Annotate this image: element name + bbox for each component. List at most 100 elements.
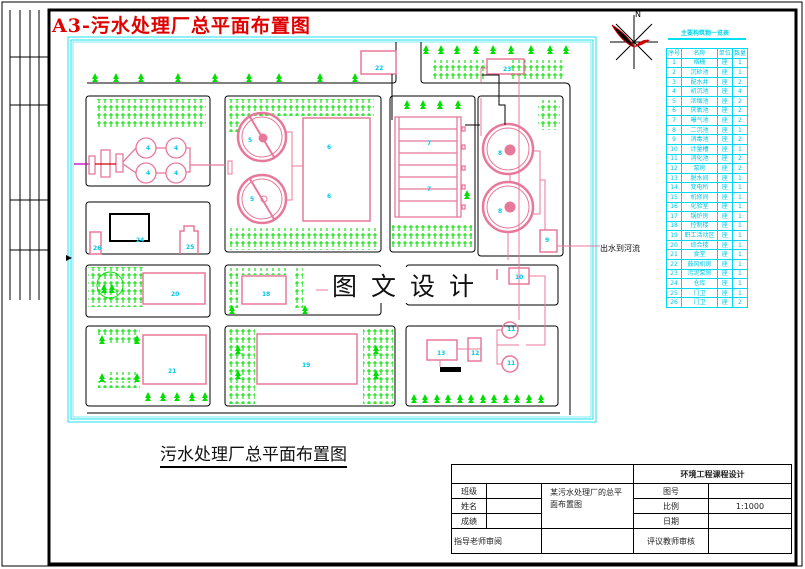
legend-cell: 座 — [716, 268, 733, 280]
legend-cell: 座 — [716, 201, 733, 213]
unit-label: 11 — [507, 326, 516, 333]
legend-cell: 13 — [665, 172, 683, 184]
outlet-label: 出水到河流 — [600, 244, 640, 253]
legend-cell: 座 — [716, 220, 733, 232]
thickeners — [227, 111, 371, 225]
date-value[interactable] — [708, 513, 792, 529]
unit-label: 10 — [515, 274, 524, 281]
legend-cell: 二沉池 — [681, 124, 718, 136]
legend-header: 单位 — [716, 48, 733, 59]
shrubs — [88, 60, 565, 404]
unit-label: 11 — [507, 360, 516, 367]
unit-label: 7 — [427, 140, 432, 147]
legend-cell: 25 — [665, 287, 683, 299]
legend-cell: 厌氧池 — [681, 105, 718, 117]
sheet-title: A3-污水处理厂总平面布置图 — [52, 15, 311, 37]
legend-cell: 座 — [716, 67, 733, 78]
legend-cell: 座 — [716, 86, 733, 97]
unit-label: 4 — [174, 170, 179, 177]
drawing-no-value[interactable] — [708, 483, 792, 499]
legend-cell: 初沉池 — [681, 86, 718, 97]
legend-cell: 座 — [716, 143, 733, 155]
grade-label: 成绩 — [451, 513, 487, 529]
legend-cell: 18 — [665, 220, 683, 232]
legend-cell: 1 — [731, 57, 749, 69]
course-title: 环境工程课程设计 — [633, 464, 792, 484]
unit-label: 22 — [375, 65, 384, 72]
legend-cell: 1 — [665, 57, 683, 69]
legend-cell: 2 — [731, 134, 749, 145]
legend-cell: 2 — [731, 115, 749, 126]
class-label: 班级 — [451, 483, 487, 499]
legend-cell: 座 — [716, 211, 733, 222]
legend-cell: 5 — [665, 95, 683, 107]
legend-header: 序号 — [665, 48, 683, 59]
unit-label: 24 — [136, 237, 145, 244]
legend-cell: 消化池 — [681, 153, 718, 165]
legend-cell: 仓库 — [681, 278, 718, 289]
legend-cell: 脱水间 — [681, 172, 718, 184]
legend-cell: 食堂 — [681, 249, 718, 261]
unit-label: 6 — [327, 144, 332, 151]
legend-cell: 8 — [665, 124, 683, 136]
unit-label: 4 — [174, 145, 179, 152]
legend-cell: 座 — [716, 287, 733, 299]
title-block: 环境工程课程设计 班级 某污水处理厂的总平面布置图 图号 姓名 比例 1:100… — [451, 464, 792, 554]
legend-cell: 锅炉房 — [681, 211, 718, 222]
legend-cell: 化验室 — [681, 201, 718, 213]
legend-cell: 综合楼 — [681, 239, 718, 251]
reviewer-value[interactable] — [708, 528, 792, 554]
legend-cell: 1 — [731, 239, 749, 251]
legend-cell: 曝气池 — [681, 115, 718, 126]
unit-label: 23 — [503, 66, 512, 73]
legend-cell: 沉砂池 — [681, 67, 718, 78]
legend-cell: 1 — [731, 268, 749, 280]
legend-cell: 16 — [665, 201, 683, 213]
legend-cell: 座 — [716, 259, 733, 270]
legend-cell: 座 — [716, 249, 733, 261]
unit-label: 13 — [437, 350, 446, 357]
legend-cell: 4 — [665, 86, 683, 97]
advisor-label: 指导老师审阅 — [451, 528, 542, 554]
advisor-value[interactable] — [541, 528, 634, 554]
unit-label: 20 — [171, 291, 180, 298]
legend-cell: 12 — [665, 163, 683, 174]
unit-label: 4 — [146, 170, 151, 177]
legend-cell: 门卫 — [681, 297, 718, 309]
legend-header-row: 序号 名称 单位 数量 — [665, 48, 749, 59]
legend-cell: 座 — [716, 163, 733, 174]
legend-header: 名称 — [681, 48, 718, 59]
legend-cell: 座 — [716, 95, 733, 107]
class-value[interactable] — [486, 483, 542, 499]
unit-label: 7 — [427, 186, 432, 193]
north-arrow-icon — [610, 15, 658, 69]
legend-cell: 座 — [716, 134, 733, 145]
legend-cell: 1 — [731, 220, 749, 232]
legend-cell: 座 — [716, 230, 733, 241]
legend-cell: 2 — [731, 76, 749, 88]
legend-cell: 2 — [731, 105, 749, 117]
legend-cell: 控制楼 — [681, 220, 718, 232]
legend-cell: 配水井 — [681, 76, 718, 88]
legend-cell: 座 — [716, 57, 733, 69]
grade-value[interactable] — [486, 513, 542, 529]
legend-cell: 1 — [731, 201, 749, 213]
legend-cell: 17 — [665, 211, 683, 222]
legend-cell: 座 — [716, 115, 733, 126]
name-value[interactable] — [486, 498, 542, 514]
legend-cell: 7 — [665, 115, 683, 126]
legend-cell: 2 — [731, 297, 749, 309]
